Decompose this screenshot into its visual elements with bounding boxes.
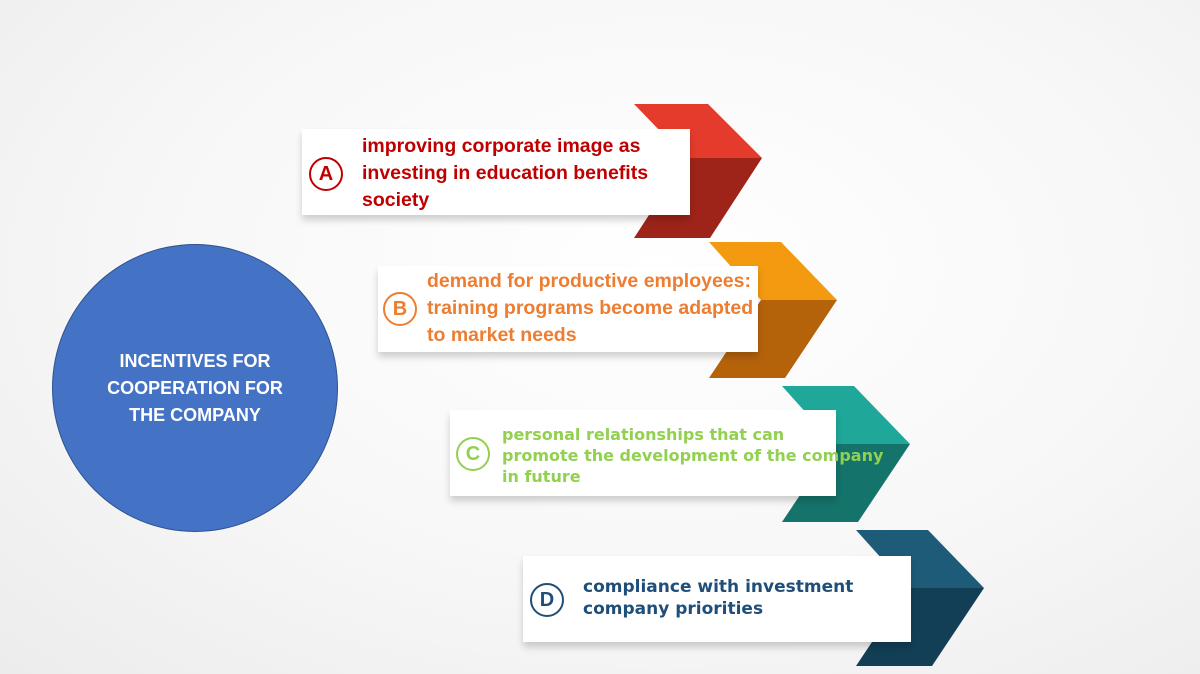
strip-b xyxy=(378,266,758,352)
central-circle: INCENTIVES FOR COOPERATION FOR THE COMPA… xyxy=(52,244,338,532)
strip-c xyxy=(450,410,836,496)
arrow-c-top xyxy=(782,386,910,444)
strip-d xyxy=(523,556,911,642)
arrow-a-bottom xyxy=(634,158,762,238)
strip-a xyxy=(302,129,690,215)
arrow-d-top xyxy=(856,530,984,588)
label-d: compliance with investment company prior… xyxy=(583,577,854,619)
label-c-line-3: in future xyxy=(502,467,581,486)
label-c-line-2: promote the development of the company xyxy=(502,446,884,465)
arrow-b xyxy=(709,242,837,378)
badge-c: C xyxy=(456,437,490,471)
arrow-b-bottom xyxy=(709,300,837,378)
arrow-c-bottom xyxy=(782,444,910,522)
badge-d: D xyxy=(530,583,564,617)
label-a: improving corporate image as investing i… xyxy=(362,135,649,211)
arrow-b-top xyxy=(709,242,837,300)
arrow-a xyxy=(634,104,762,238)
badge-a: A xyxy=(309,157,343,191)
label-b: demand for productive employees: trainin… xyxy=(427,270,754,346)
arrow-d xyxy=(856,530,984,666)
label-c: personal relationships that can promote … xyxy=(502,424,883,487)
arrow-c xyxy=(782,386,910,522)
central-circle-label: INCENTIVES FOR COOPERATION FOR THE COMPA… xyxy=(107,350,283,425)
label-c-line-1: personal relationships that can xyxy=(502,425,785,444)
arrow-a-top xyxy=(634,104,762,158)
arrow-d-bottom xyxy=(856,588,984,666)
badge-b: B xyxy=(383,292,417,326)
